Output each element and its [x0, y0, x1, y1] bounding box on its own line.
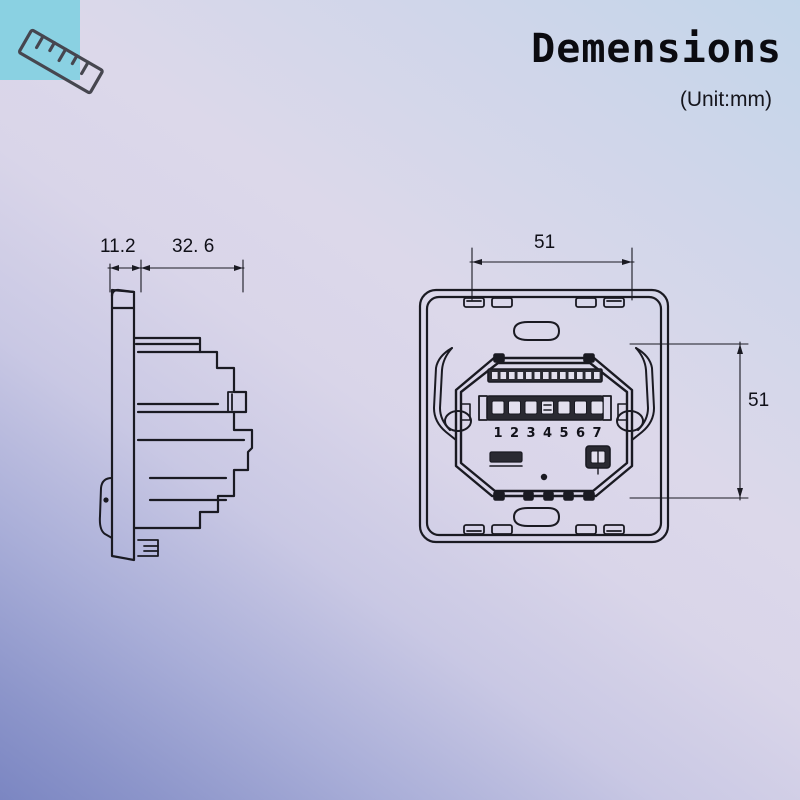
mounting-tabs-bottom: [463, 524, 625, 535]
dimension-label-thickness: 11.2: [100, 236, 136, 257]
terminal-1: [491, 400, 505, 415]
dimension-label-height: 51: [748, 390, 770, 411]
terminal-label-6: 6: [576, 426, 585, 441]
rear-dim-horizontal: [469, 247, 635, 301]
connector-block: [585, 445, 611, 475]
dimension-label-width: 51: [534, 232, 556, 253]
terminal-label-4: 4: [543, 426, 552, 441]
terminal-block: [478, 395, 612, 421]
center-pin: [540, 473, 548, 481]
oval-slot-bottom: [513, 507, 560, 527]
terminal-7: [590, 400, 604, 415]
body-side-posts: [460, 403, 628, 421]
faceplate-profile: [110, 288, 136, 562]
mounting-ear-right: [616, 347, 655, 441]
rear-view: 1 2 3 4 5 6 7: [418, 247, 749, 544]
terminal-label-2: 2: [510, 426, 519, 441]
outer-plate: [418, 288, 670, 544]
terminal-3: [524, 400, 538, 415]
terminal-2: [508, 400, 521, 415]
terminal-label-7: 7: [592, 426, 601, 441]
side-dimension-arrows: [110, 265, 243, 271]
terminal-label-3: 3: [526, 426, 535, 441]
terminal-6: [574, 400, 587, 415]
terminal-label-1: 1: [493, 426, 502, 441]
terminal-screws: [491, 400, 604, 415]
terminal-5: [557, 400, 571, 415]
oval-slot-top: [513, 321, 560, 341]
side-profile-view: [98, 259, 254, 562]
bottom-tab: [137, 539, 159, 557]
contact-detail: [227, 391, 247, 413]
terminal-4: [541, 400, 554, 415]
label-block: [489, 451, 523, 467]
terminal-4-slot: [543, 404, 552, 411]
rear-dim-vertical: [629, 341, 749, 501]
side-dimension-lines: [107, 259, 245, 293]
rear-dim-vertical-arrows: [737, 344, 743, 498]
dimension-label-depth: 32. 6: [172, 236, 215, 257]
terminal-brackets: [478, 395, 612, 421]
rear-dim-horizontal-arrows: [472, 259, 632, 265]
mounting-ear-left: [433, 347, 472, 441]
terminal-label-5: 5: [559, 426, 568, 441]
terminal-numbers: 1 2 3 4 5 6 7: [493, 426, 601, 441]
body-profile: [132, 336, 254, 530]
mounting-tabs-top: [463, 297, 625, 308]
vent-slots: [492, 372, 600, 379]
vent-strip: [487, 368, 603, 383]
unit-subtitle: (Unit:mm): [679, 88, 772, 111]
page-title: Demensions: [531, 26, 782, 72]
body-nubs: [493, 353, 595, 501]
side-clip: [98, 477, 113, 539]
